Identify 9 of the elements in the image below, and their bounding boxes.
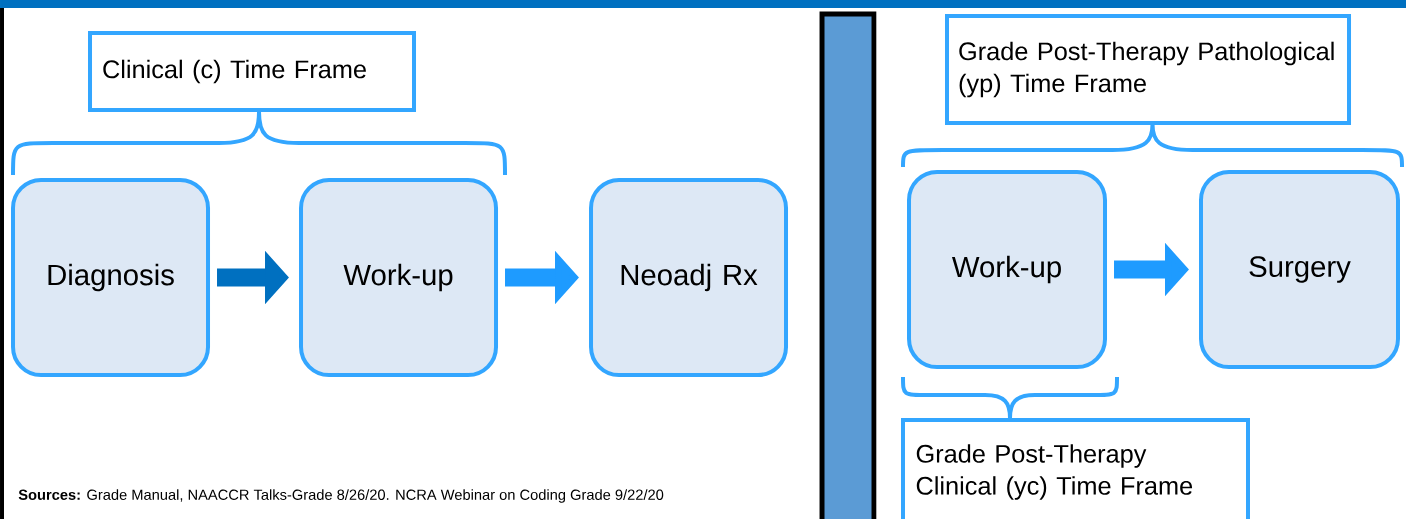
step-box: Diagnosis [11, 178, 210, 377]
step-box: Work-up [299, 178, 498, 377]
step-box: Work-up [907, 170, 1107, 369]
time-frame-box: Clinical (c) Time Frame [88, 31, 416, 112]
step-box: Neoadj Rx [589, 178, 788, 377]
frame-text: Grade Post-Therapy Clinical (yc) Time Frame [916, 444, 1193, 500]
step-box: Surgery [1199, 170, 1400, 369]
source-note: Sources: Grade Manual, NAACCR Talks-Grade 8/26/20. NCRA Webinar on Coding Grade 9/22/20 [18, 489, 664, 503]
time-frame-box: Grade Post-Therapy Pathological (yp) Time Frame [945, 14, 1351, 125]
